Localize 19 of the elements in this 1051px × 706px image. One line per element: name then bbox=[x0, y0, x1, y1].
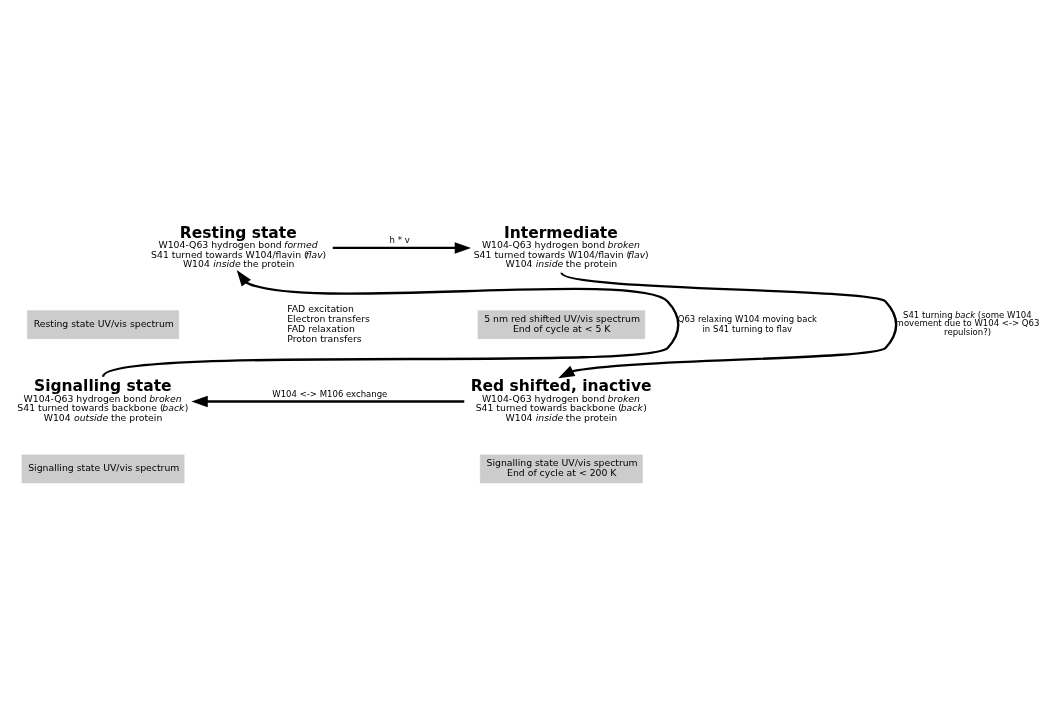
arrow bbox=[102, 269, 680, 378]
label: Electron transfers bbox=[287, 313, 370, 325]
label: FAD excitation bbox=[287, 302, 354, 314]
label: FAD relaxation bbox=[287, 323, 355, 335]
node-text: Signalling state W104-Q63 hydrogen bond broken S41 turned towards backbone (back) W104 outside the protein bbox=[17, 377, 189, 423]
node-text: Resting state W104-Q63 hydrogen bond formed S41 turned towards W104/flavin (flav) W104 inside the protein bbox=[151, 223, 327, 269]
node-box: Signalling state UV/vis spectrum bbox=[21, 454, 185, 484]
node-box: 5 nm red shifted UV/vis spectrum End of cycle at < 5 K bbox=[477, 310, 646, 340]
edge-label: h * v bbox=[389, 235, 410, 246]
arrow bbox=[191, 395, 465, 408]
node-text: Red shifted, inactive W104-Q63 hydrogen bond broken S41 turned towards backbone (back) W104 inside the protein bbox=[470, 377, 652, 423]
label: Proton transfers bbox=[287, 333, 362, 345]
node-box: Signalling state UV/vis spectrum End of cycle at < 200 K bbox=[479, 454, 643, 484]
arrow bbox=[558, 271, 897, 379]
arrow bbox=[332, 242, 472, 254]
edge-label: W104 <-> M106 exchange bbox=[272, 388, 388, 399]
node-box: Resting state UV/vis spectrum bbox=[27, 310, 180, 340]
node-text: Intermediate W104-Q63 hydrogen bond broken S41 turned towards W104/flavin (flav) W104 inside the protein bbox=[473, 223, 649, 269]
edge-label: Q63 relaxing W104 moving back in S41 turning to flav bbox=[677, 314, 818, 334]
